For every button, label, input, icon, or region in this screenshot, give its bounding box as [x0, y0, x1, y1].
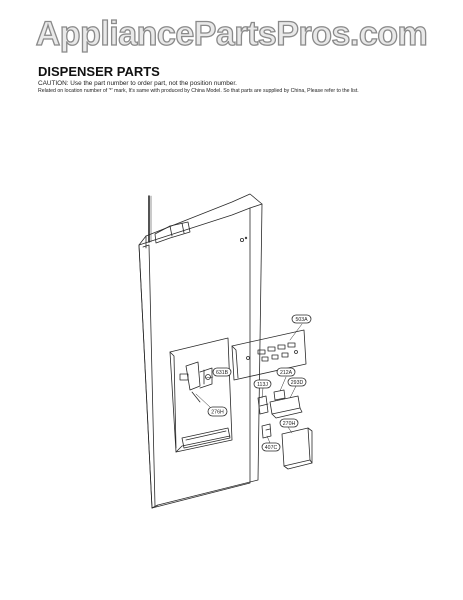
panel-part	[281, 427, 313, 470]
callout-113j: 113J	[253, 379, 272, 389]
svg-text:631B: 631B	[216, 370, 229, 376]
site-watermark: AppliancePartsPros.com	[35, 14, 428, 53]
caution-text: CAUTION: Use the part number to order pa…	[38, 80, 237, 87]
callout-407c: 407C	[261, 442, 281, 452]
callout-631b: 631B	[212, 367, 232, 377]
page-title: DISPENSER PARTS	[38, 64, 160, 79]
svg-text:293D: 293D	[291, 380, 304, 386]
cover-part	[269, 395, 303, 419]
callout-503a: 503A	[291, 314, 312, 324]
control-panel-part	[231, 329, 307, 381]
callout-212a: 212A	[276, 367, 296, 377]
svg-text:503A: 503A	[295, 317, 308, 323]
callout-276h: 276H	[207, 406, 228, 417]
svg-text:407C: 407C	[265, 445, 278, 451]
svg-text:276H: 276H	[211, 410, 224, 416]
note-text: Related on location number of '*' mark, …	[38, 88, 359, 94]
switch-part	[273, 389, 286, 401]
callout-270h: 270H	[279, 418, 299, 428]
dispenser-recess	[169, 337, 233, 453]
leader-lines	[195, 323, 303, 444]
door-panel	[138, 193, 263, 509]
callout-293d: 293D	[287, 377, 307, 387]
svg-text:270H: 270H	[283, 421, 296, 427]
svg-text:113J: 113J	[257, 382, 268, 388]
lever-part	[257, 395, 269, 415]
small-part	[261, 423, 272, 439]
svg-text:212A: 212A	[280, 370, 293, 376]
